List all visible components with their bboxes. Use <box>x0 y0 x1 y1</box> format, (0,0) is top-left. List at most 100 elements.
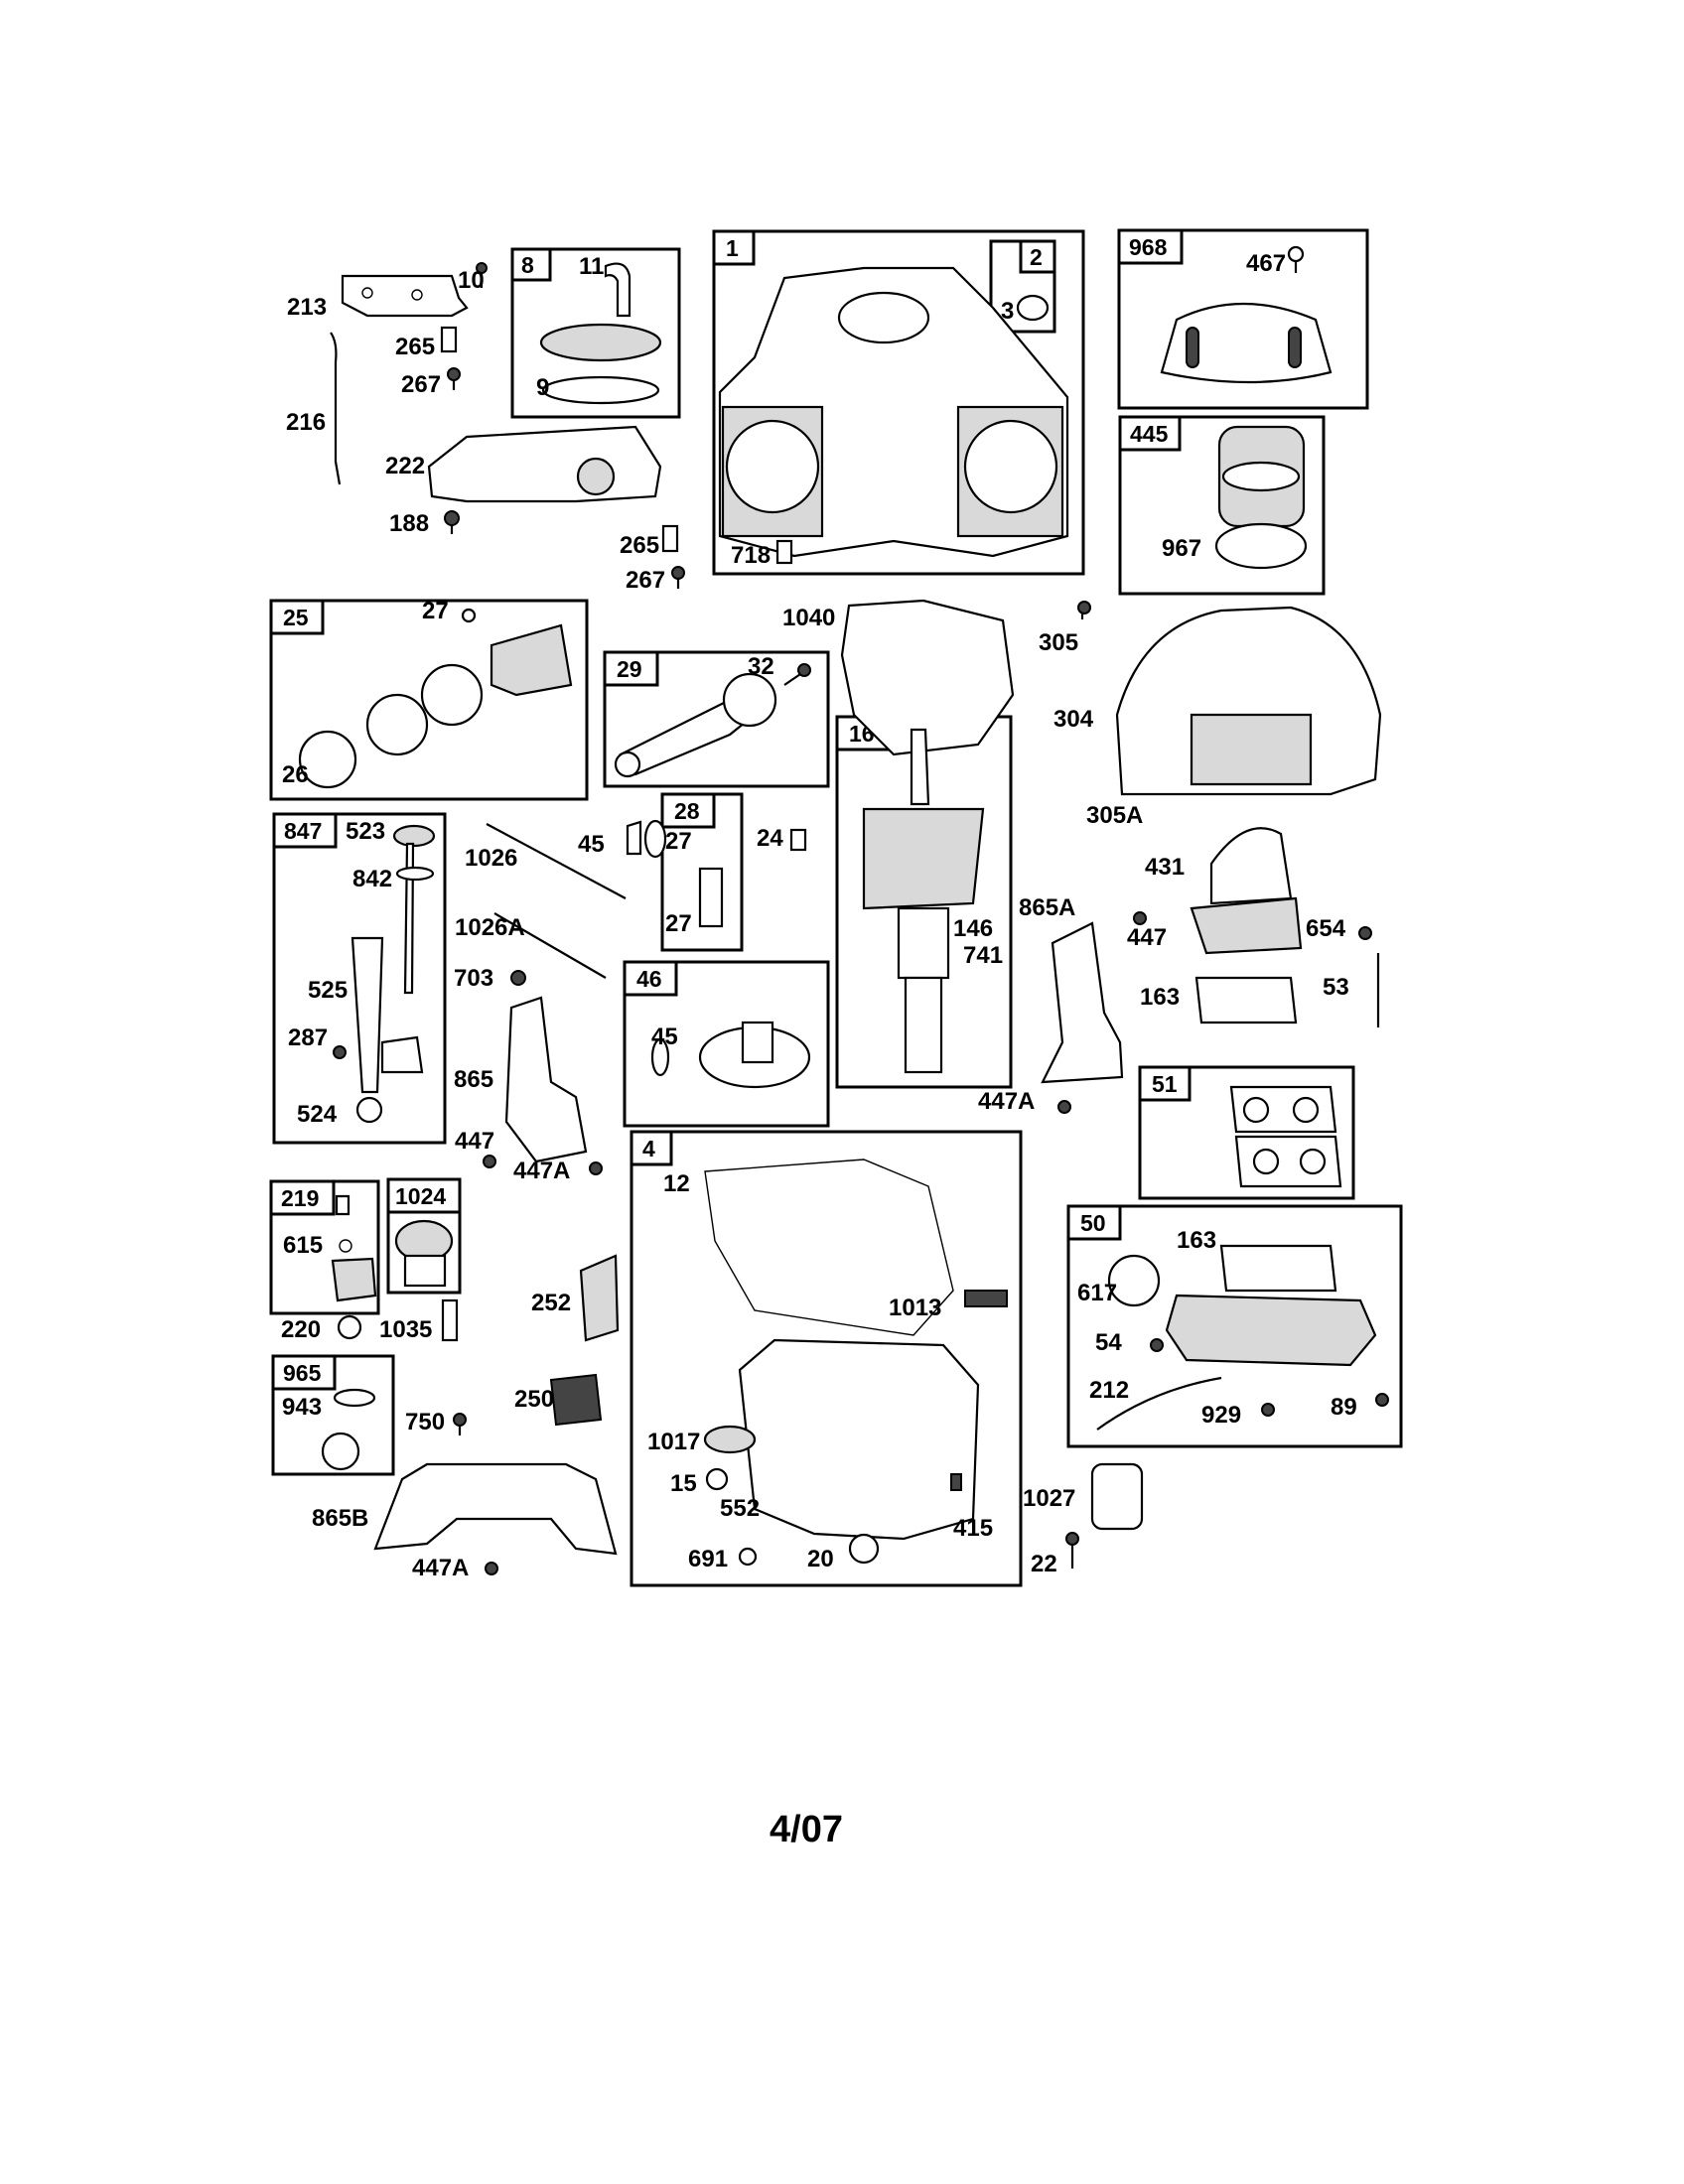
label-415: 415 <box>953 1515 993 1542</box>
box-tag-29: 29 <box>617 656 642 682</box>
label-9: 9 <box>536 374 549 401</box>
label-267b: 267 <box>626 567 665 594</box>
part-screen-252 <box>579 1254 620 1342</box>
label-304: 304 <box>1053 706 1094 733</box>
box-tag-50: 50 <box>1080 1210 1106 1236</box>
label-267: 267 <box>401 371 441 398</box>
group-box-2: 2 <box>989 239 1056 334</box>
group-box-445: 445 <box>1118 415 1326 596</box>
label-447Ab: 447A <box>978 1088 1035 1115</box>
part-oil-pump <box>331 1194 459 1342</box>
label-24: 24 <box>757 825 783 852</box>
part-piston-rings <box>298 608 573 789</box>
label-654: 654 <box>1306 915 1346 942</box>
label-525: 525 <box>308 977 348 1004</box>
label-15: 15 <box>670 1470 697 1497</box>
group-box-219: 219 <box>269 1179 380 1315</box>
label-22: 22 <box>1031 1551 1057 1577</box>
label-431: 431 <box>1145 854 1185 881</box>
part-filter-965 <box>321 1388 467 1471</box>
label-27-bottom: 27 <box>665 910 692 937</box>
part-oil-filter <box>1065 1462 1144 1569</box>
group-box-46: 46 <box>623 960 830 1128</box>
label-11: 11 <box>579 253 604 280</box>
label-523: 523 <box>346 818 385 845</box>
label-54: 54 <box>1095 1329 1122 1356</box>
label-12: 12 <box>663 1170 690 1197</box>
label-265b: 265 <box>620 532 659 559</box>
part-sump <box>703 1338 980 1567</box>
part-screen-250 <box>549 1373 603 1427</box>
label-10: 10 <box>458 267 485 294</box>
label-1027: 1027 <box>1023 1485 1075 1512</box>
group-box-29: 29 <box>603 650 830 788</box>
label-220: 220 <box>281 1316 321 1343</box>
box-tag-968: 968 <box>1129 234 1168 260</box>
part-cylinder-block <box>718 266 1069 565</box>
label-89: 89 <box>1331 1394 1357 1421</box>
label-305A: 305A <box>1086 802 1143 829</box>
label-1026A: 1026A <box>455 914 525 941</box>
label-3: 3 <box>1001 298 1014 325</box>
part-tappet <box>626 819 807 928</box>
part-governor-rod <box>330 332 342 485</box>
part-intake-manifold <box>1096 1244 1389 1431</box>
label-741: 741 <box>963 942 1003 969</box>
part-governor-bracket <box>341 262 488 390</box>
label-265: 265 <box>395 334 435 360</box>
part-control-bracket <box>427 425 685 589</box>
box-tag-46: 46 <box>636 966 662 992</box>
part-air-guide-865A <box>1041 911 1147 1114</box>
box-tag-4: 4 <box>642 1136 655 1161</box>
label-1026: 1026 <box>465 845 517 872</box>
label-929: 929 <box>1201 1402 1241 1429</box>
part-cam-gasket <box>840 599 1015 756</box>
label-213: 213 <box>287 294 327 321</box>
part-air-filter <box>1214 425 1308 570</box>
label-467: 467 <box>1246 250 1286 277</box>
label-447Ac: 447A <box>412 1555 469 1581</box>
part-rocker-cover <box>1190 827 1380 1027</box>
box-tag-965: 965 <box>283 1360 322 1386</box>
part-air-guide-865B <box>373 1462 618 1575</box>
box-tag-8: 8 <box>521 252 534 278</box>
label-1013: 1013 <box>889 1295 941 1321</box>
label-45b: 45 <box>651 1024 678 1050</box>
part-crankshaft <box>862 728 985 1074</box>
label-703: 703 <box>454 965 493 992</box>
label-865A: 865A <box>1019 894 1075 921</box>
box-tag-25: 25 <box>283 605 309 630</box>
part-blower-housing-cover <box>1160 245 1333 384</box>
label-447: 447 <box>455 1128 494 1155</box>
part-dipstick-tube <box>333 824 436 1124</box>
box-tag-1: 1 <box>726 235 739 261</box>
label-222: 222 <box>385 453 425 479</box>
label-45: 45 <box>578 831 605 858</box>
group-box-50: 50 <box>1066 1204 1403 1448</box>
label-447b: 447 <box>1127 924 1167 951</box>
group-box-8: 8 <box>510 247 681 419</box>
label-20: 20 <box>807 1546 834 1572</box>
group-box-965: 965 <box>271 1354 395 1476</box>
label-188: 188 <box>389 510 429 537</box>
part-air-guide-865 <box>483 996 603 1175</box>
label-27-top: 27 <box>665 828 692 855</box>
label-615: 615 <box>283 1232 323 1259</box>
box-tag-28: 28 <box>674 798 700 824</box>
label-53: 53 <box>1323 974 1349 1001</box>
label-163b: 163 <box>1177 1227 1216 1254</box>
label-146: 146 <box>953 915 993 942</box>
label-250: 250 <box>514 1386 554 1413</box>
label-252: 252 <box>531 1290 571 1316</box>
part-head-gaskets <box>1229 1085 1342 1188</box>
label-842: 842 <box>352 866 392 892</box>
part-crankcase-gasket <box>704 1159 1008 1336</box>
label-26: 26 <box>282 761 309 788</box>
label-750: 750 <box>405 1409 445 1435</box>
label-865: 865 <box>454 1066 493 1093</box>
group-box-847: 847 <box>272 812 447 1145</box>
label-943: 943 <box>282 1394 322 1421</box>
callout-labels: 213 10 265 267 216 222 188 265 267 11 9 … <box>281 250 1357 1581</box>
label-718: 718 <box>731 542 771 569</box>
